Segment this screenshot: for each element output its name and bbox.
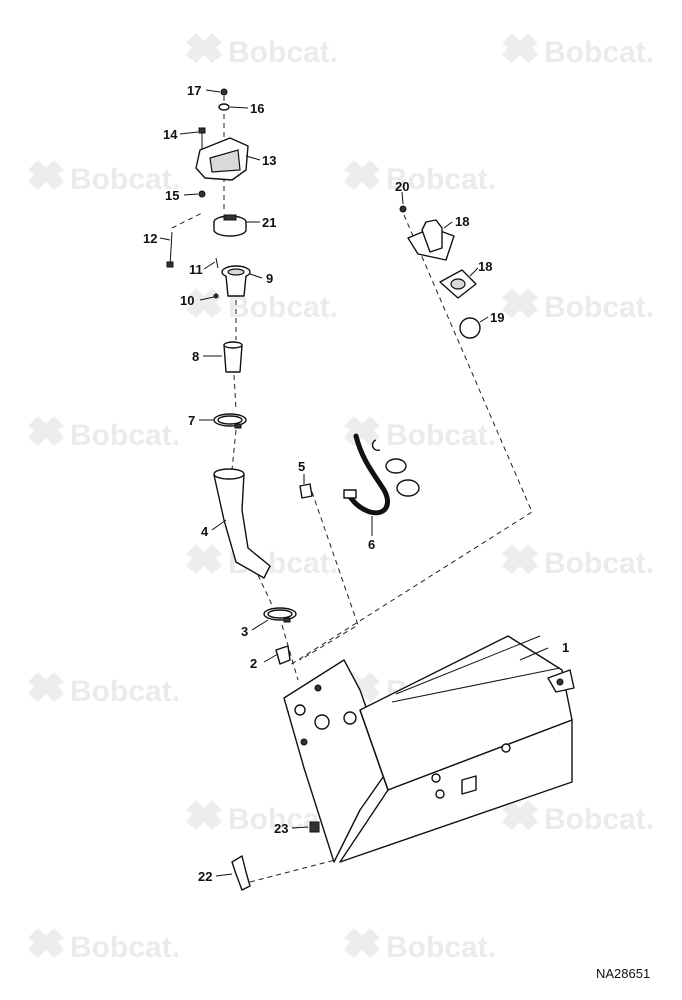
callout-14: 14 [163, 127, 178, 142]
callout-23: 23 [274, 821, 288, 836]
part-13-guard [195, 137, 249, 181]
callout-9: 9 [266, 271, 273, 286]
part-3-clamp [263, 607, 297, 623]
watermark-text: Bobcat. [70, 419, 180, 452]
assembly-lines [171, 96, 533, 883]
part-11-screw [215, 257, 219, 269]
part-4-hose [213, 468, 271, 579]
callout-22: 22 [198, 869, 212, 884]
callout-12: 12 [143, 231, 157, 246]
part-2-fitting [275, 645, 291, 665]
callout-13: 13 [262, 153, 276, 168]
callout-19: 19 [490, 310, 504, 325]
callout-18-upper: 18 [455, 214, 469, 229]
part-9-filler-neck [221, 265, 251, 297]
part-15-nut [198, 190, 206, 198]
callout-21: 21 [262, 215, 276, 230]
callout-2: 2 [250, 656, 257, 671]
callout-8: 8 [192, 349, 199, 364]
part-16-washer [218, 103, 230, 111]
callout-11: 11 [189, 262, 203, 277]
part-23-drain-plug [309, 821, 320, 833]
watermark-text: Bobcat. [70, 675, 180, 708]
watermark-text: Bobcat. [544, 291, 654, 324]
callout-5: 5 [298, 459, 305, 474]
callout-17: 17 [187, 83, 201, 98]
part-18-gasket [439, 269, 477, 299]
watermark-text: Bobcat. [228, 36, 338, 69]
part-12-screw [166, 231, 174, 268]
part-5-fitting [299, 483, 313, 499]
part-1-fuel-tank [283, 635, 575, 863]
watermark-text: Bobcat. [386, 419, 496, 452]
callout-7: 7 [188, 413, 195, 428]
part-7-clamp [213, 413, 247, 429]
part-18-vent-housing [407, 219, 455, 261]
watermark-text: Bobcat. [544, 803, 654, 836]
callout-20: 20 [395, 179, 409, 194]
watermark-text: Bobcat. [228, 291, 338, 324]
part-8-sleeve [223, 341, 243, 373]
callout-1: 1 [562, 640, 569, 655]
watermark-text: Bobcat. [70, 163, 180, 196]
part-19-ball [459, 317, 481, 339]
callout-3: 3 [241, 624, 248, 639]
part-6-vent-hose [343, 433, 420, 516]
part-17-nut [220, 88, 228, 96]
watermark-text: Bobcat. [386, 163, 496, 196]
watermark-text: Bobcat. [544, 36, 654, 69]
callout-18-lower: 18 [478, 259, 492, 274]
part-20-plug [399, 205, 407, 213]
watermark-text: Bobcat. [386, 931, 496, 964]
callout-10: 10 [180, 293, 194, 308]
part-10-screw [213, 293, 219, 299]
callout-labels: 1 2 3 4 5 6 7 8 9 10 11 12 13 14 15 16 1… [143, 83, 569, 884]
part-21-fuel-cap [213, 214, 247, 237]
callout-4: 4 [201, 524, 209, 539]
callout-leaders [159, 89, 549, 877]
callout-16: 16 [250, 101, 264, 116]
part-22-bracket [231, 855, 251, 891]
callout-6: 6 [368, 537, 375, 552]
part-14-bolt [198, 127, 206, 150]
watermark-text: Bobcat. [70, 931, 180, 964]
watermark-text: Bobcat. [544, 547, 654, 580]
callout-15: 15 [165, 188, 179, 203]
drawing-code: NA28651 [596, 966, 650, 981]
